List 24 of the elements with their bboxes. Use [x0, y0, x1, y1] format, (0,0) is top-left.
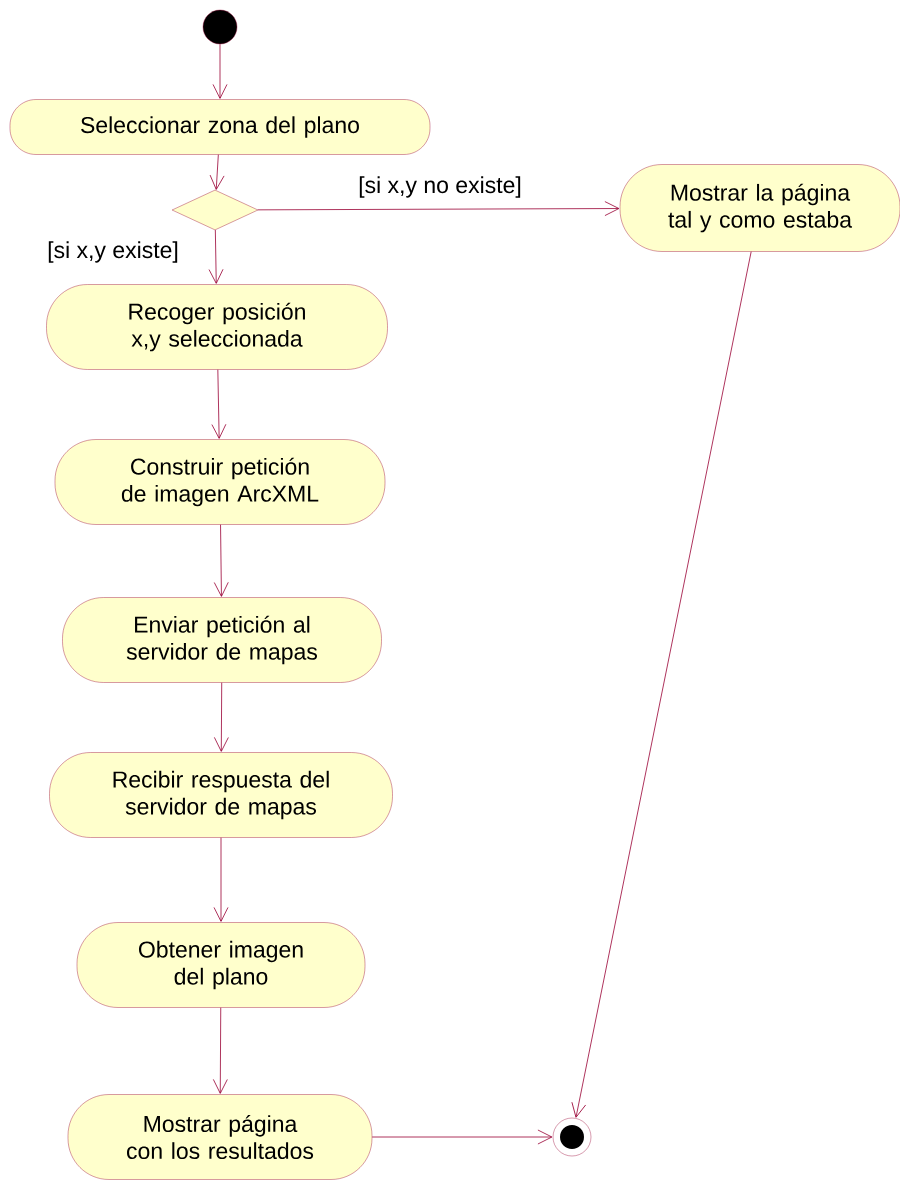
arrow	[213, 682, 229, 752]
arrow	[212, 1007, 228, 1094]
activity-box: Recoger posición x,y seleccionada	[46, 284, 388, 370]
decision-diamond	[171, 189, 259, 231]
activity-box: Seleccionar zona del plano	[9, 99, 431, 155]
arrow	[257, 201, 620, 216]
activity-box: Recibir respuesta del servidor de mapas	[49, 752, 393, 838]
activity-box: Obtener imagen del plano	[76, 922, 366, 1008]
activity-box: Mostrar la página tal y como estaba	[619, 164, 900, 252]
end-bullseye	[552, 1117, 592, 1157]
arrow	[211, 369, 227, 439]
arrow	[208, 229, 224, 284]
arrow	[571, 251, 752, 1118]
activity-box: Mostrar página con los resultados	[67, 1094, 373, 1180]
arrow	[213, 837, 229, 922]
activity-box: Enviar petición al servidor de mapas	[62, 597, 382, 683]
arrow	[213, 524, 229, 597]
activity-box: Construir petición de imagen ArcXML	[54, 439, 386, 525]
arrow	[209, 154, 225, 190]
guard-label: [si x,y no existe]	[359, 176, 521, 198]
start-dot	[202, 9, 238, 45]
arrow	[212, 43, 228, 99]
guard-label: [si x,y existe]	[48, 241, 178, 263]
arrow	[371, 1129, 553, 1145]
